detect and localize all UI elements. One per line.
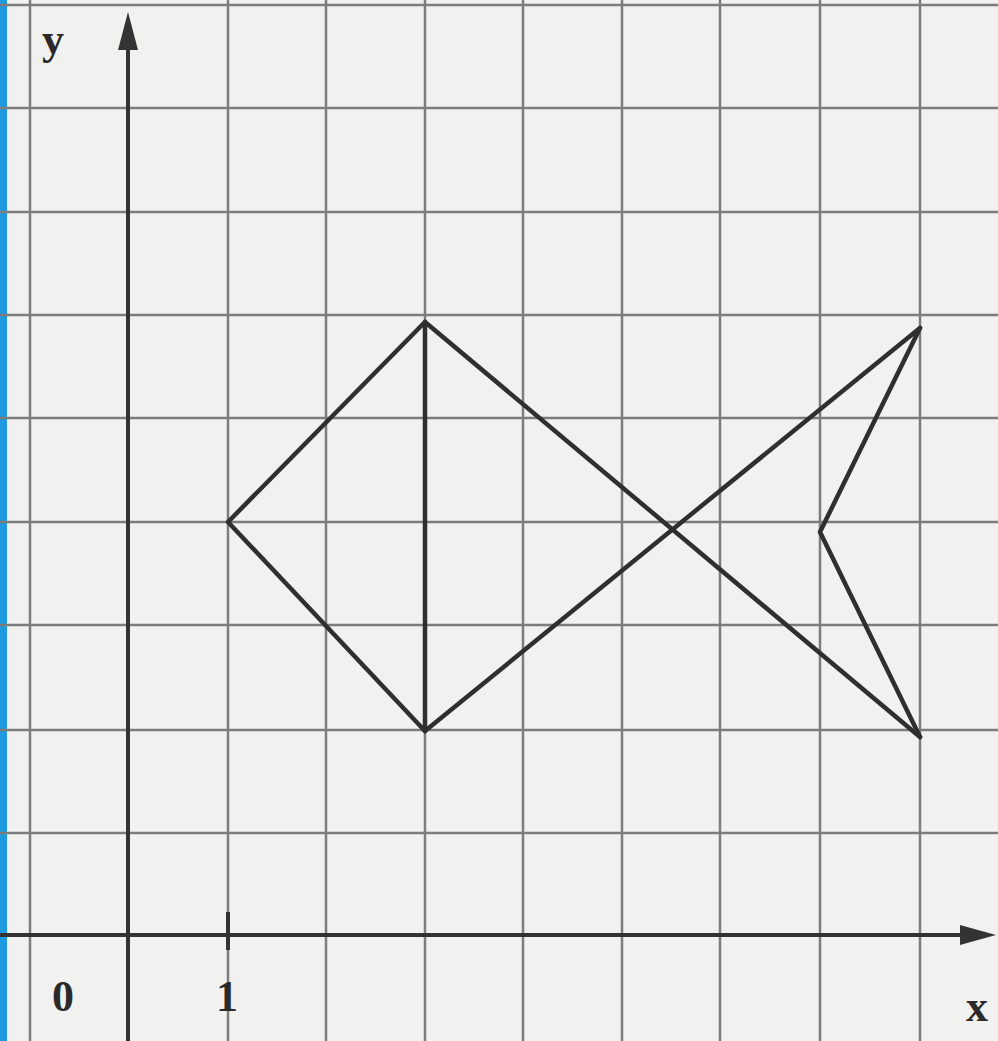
axis-label: x [966, 985, 988, 1029]
fish-body-line [425, 328, 920, 731]
grid-line [522, 0, 525, 1041]
grid-line [819, 0, 822, 1041]
fish-tail [820, 328, 920, 737]
grid-line [0, 107, 998, 110]
grid-line [919, 0, 922, 1041]
grid-line [325, 0, 328, 1041]
grid-line [0, 521, 998, 524]
grid-line [0, 314, 998, 317]
grid-line [29, 0, 32, 1041]
fish-figure [228, 322, 920, 737]
axes [0, 12, 996, 1041]
unit-tick [226, 912, 230, 950]
x-arrow [960, 925, 996, 945]
tick-label: 1 [216, 975, 238, 1019]
grid-line [0, 624, 998, 627]
y-arrow [118, 12, 138, 50]
axis-label: y [42, 18, 64, 62]
grid-line [0, 4, 998, 7]
edge-strip [0, 0, 7, 1041]
fish-head [228, 322, 425, 731]
grid-line [0, 832, 998, 835]
grid-line [621, 0, 624, 1041]
x-axis [0, 933, 980, 937]
grid-line [719, 0, 722, 1041]
y-axis [126, 30, 130, 1041]
grid-line [0, 211, 998, 214]
grid-line [0, 417, 998, 420]
grid-line [0, 729, 998, 732]
origin-label: 0 [52, 975, 74, 1019]
fish-body-line [425, 322, 920, 737]
